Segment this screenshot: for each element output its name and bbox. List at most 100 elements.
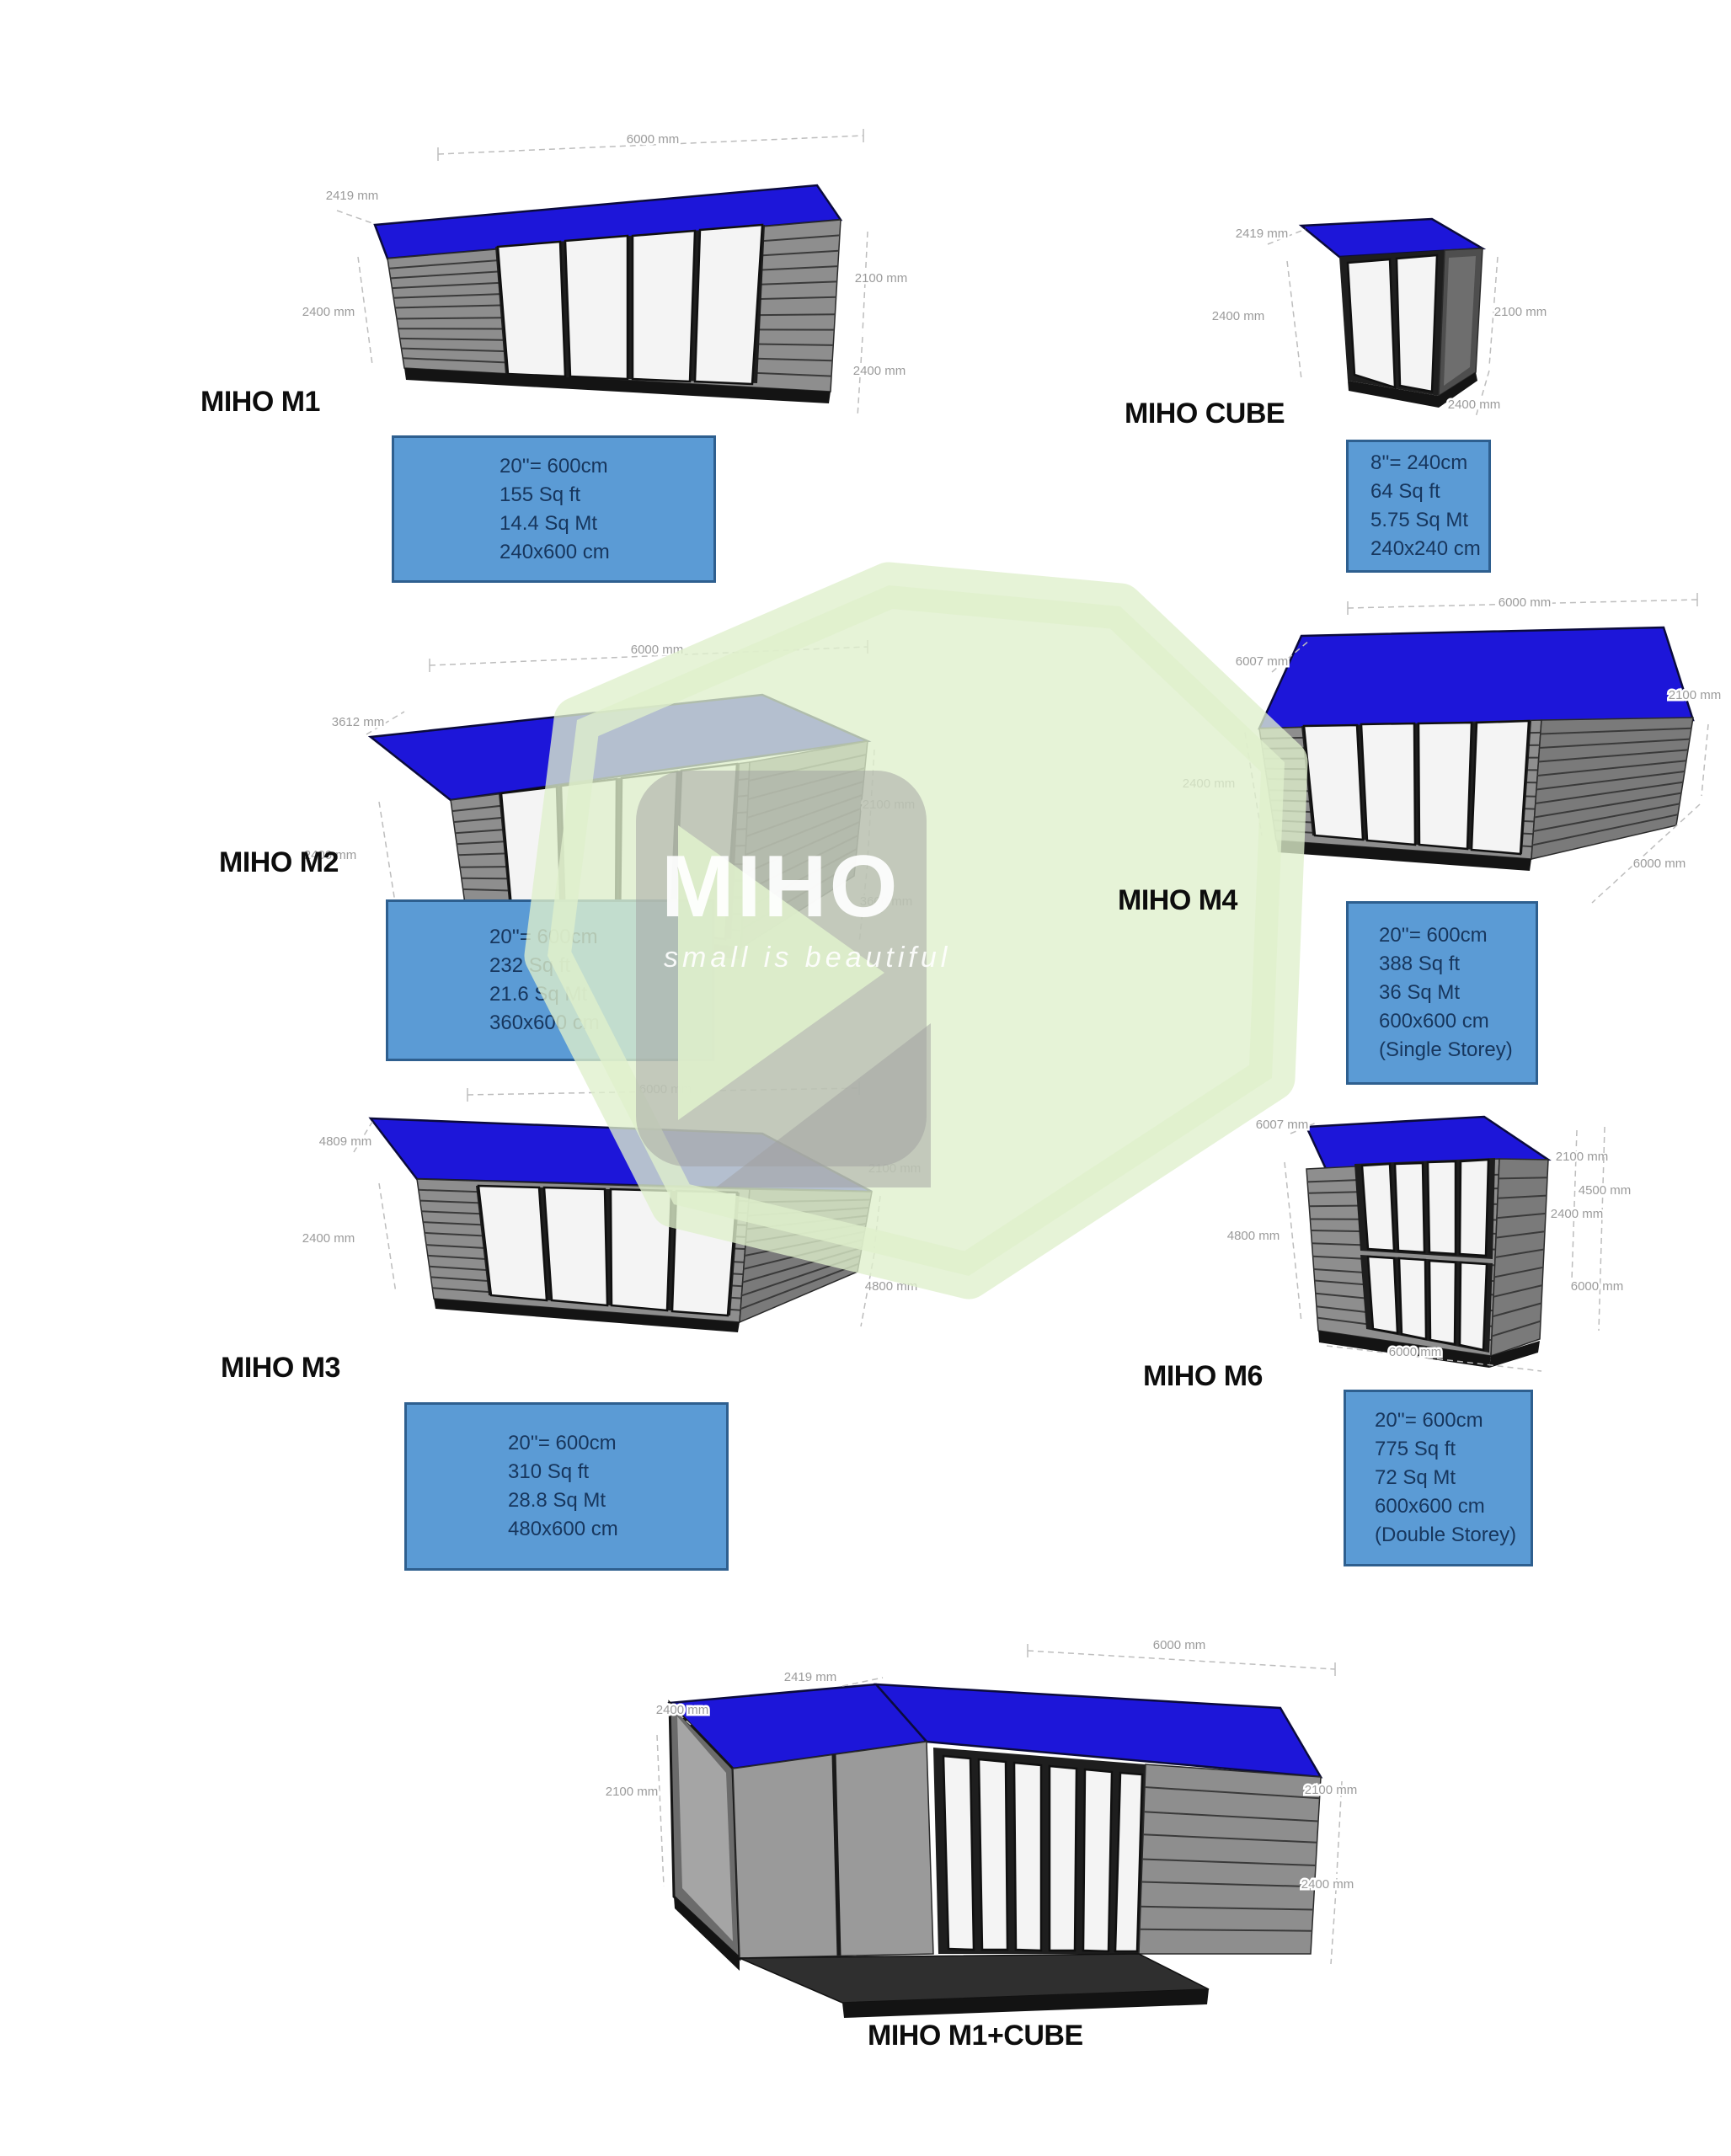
spec-line: 36 Sq Mt <box>1379 981 1461 1004</box>
spec-line: 14.4 Sq Mt <box>500 511 598 535</box>
spec-line: 600x600 cm <box>1379 1010 1489 1033</box>
m1-dim-left: 2400 mm <box>302 305 355 319</box>
m2-dim-depth: 3612 mm <box>332 715 385 729</box>
m4-dim-left: 2400 mm <box>1183 776 1236 791</box>
m6-upper-pane <box>1393 1161 1426 1254</box>
m4-door-pane <box>1302 723 1365 841</box>
model-label-m3: MIHO M3 <box>221 1352 340 1384</box>
m1-door-pane <box>564 234 629 381</box>
m4-roof <box>1258 626 1695 730</box>
spec-line: 775 Sq ft <box>1375 1438 1456 1460</box>
cube-door-pane <box>1346 258 1397 389</box>
spec-line: 360x600 cm <box>489 1011 600 1034</box>
spec-line: 388 Sq ft <box>1379 953 1461 975</box>
m6-lower-pane <box>1366 1255 1399 1335</box>
spec-line: 5.75 Sq Mt <box>1370 509 1469 531</box>
spec-line: (Single Storey) <box>1379 1038 1513 1061</box>
m1cube-dim-left-lower: 2100 mm <box>606 1785 659 1799</box>
m6-dim-right-mid-lower: 2400 mm <box>1551 1207 1604 1221</box>
m6-upper-pane <box>1458 1158 1490 1257</box>
spec-box-cube: 8''= 240cm 64 Sq ft 5.75 Sq Mt 240x240 c… <box>1346 440 1491 573</box>
m6-side-slats <box>1491 1177 1548 1337</box>
m1-building <box>373 184 843 403</box>
m6-base-side <box>1489 1341 1540 1368</box>
m1cube-dim-depth: 2419 mm <box>784 1670 837 1684</box>
spec-line: 28.8 Sq Mt <box>508 1489 606 1512</box>
m3-door-pane <box>609 1187 673 1312</box>
cube-base <box>1348 372 1477 408</box>
spec-box-m1: 20''= 600cm 155 Sq ft 14.4 Sq Mt 240x600… <box>392 435 716 583</box>
m1cube-door-pane <box>1048 1764 1078 1952</box>
m1cube-door-pane <box>1114 1771 1144 1953</box>
cube-dim-right-lower: 2400 mm <box>1448 398 1501 412</box>
m1-dim-right-upper: 2100 mm <box>855 271 908 286</box>
m1cube-door-pane <box>1012 1761 1043 1952</box>
m4-side-face <box>1531 717 1694 860</box>
spec-line: 20''= 600cm <box>1379 924 1488 947</box>
m4-base <box>1276 841 1531 871</box>
m4-door-pane <box>1360 722 1417 846</box>
m4-door-pane <box>1417 721 1473 851</box>
m1-door-pane <box>631 229 697 383</box>
m1cube-interior-post <box>831 1753 841 1956</box>
m4-dim-top: 6000 mm <box>1499 595 1552 610</box>
m6-dim-right-upper: 2100 mm <box>1556 1150 1609 1164</box>
m4-side-slats <box>1531 727 1692 846</box>
m1cube-right-slats <box>1139 1786 1320 1932</box>
spec-line: 72 Sq Mt <box>1375 1466 1456 1489</box>
spec-box-m4: 20''= 600cm 388 Sq ft 36 Sq Mt 600x600 c… <box>1346 901 1538 1085</box>
m4-dim-right-upper: 2100 mm <box>1669 688 1722 702</box>
m6-lower-pane <box>1428 1259 1457 1346</box>
m3-base <box>434 1299 740 1332</box>
m2-dim-right-upper: 2100 mm <box>863 798 916 812</box>
m1cube-building <box>667 1683 1323 2018</box>
m1cube-left-pane <box>677 1716 733 1941</box>
m6-upper-pane <box>1360 1162 1396 1252</box>
model-label-m1: MIHO M1 <box>200 386 320 418</box>
spec-line: 20''= 600cm <box>1375 1409 1483 1432</box>
cube-dim-left: 2400 mm <box>1212 309 1265 323</box>
cube-dim-right-upper: 2100 mm <box>1494 305 1547 319</box>
m3-dim-top: 6000 mm <box>639 1082 692 1097</box>
spec-box-m2: 20''= 600cm 232 Sq ft 21.6 Sq Mt 360x600… <box>386 899 714 1061</box>
m3-door-pane <box>670 1189 739 1317</box>
m1cube-dim-right-lower: 2400 mm <box>1301 1877 1354 1892</box>
cube-dimensions: 2419 mm 2400 mm 2100 mm 2400 mm <box>1210 225 1549 418</box>
m1-dim-top: 6000 mm <box>627 132 680 147</box>
m1cube-door-pane <box>942 1754 975 1951</box>
m3-dim-depth: 4809 mm <box>319 1134 372 1149</box>
spec-line: 600x600 cm <box>1375 1495 1485 1518</box>
m1cube-dim-right-upper: 2100 mm <box>1305 1783 1358 1797</box>
spec-line: 232 Sq ft <box>489 954 571 977</box>
m3-dim-right-lower: 4800 mm <box>865 1279 918 1294</box>
m3-door-pane <box>542 1186 609 1307</box>
spec-line: 240x600 cm <box>500 540 610 563</box>
spec-line: 8''= 240cm <box>1370 451 1468 474</box>
m6-building <box>1305 1115 1552 1368</box>
model-label-m2: MIHO M2 <box>219 846 339 878</box>
model-label-cube: MIHO CUBE <box>1125 398 1285 430</box>
m1cube-floor-edge <box>842 1989 1209 2018</box>
m1cube-door-pane <box>977 1758 1009 1951</box>
cube-illustration: 2419 mm 2400 mm 2100 mm 2400 mm <box>1210 217 1549 418</box>
cube-side-pane <box>1444 256 1476 386</box>
spec-box-m3: 20''= 600cm 310 Sq ft 28.8 Sq Mt 480x600… <box>404 1402 729 1571</box>
spec-line: 20''= 600cm <box>500 454 608 478</box>
m6-dim-depth: 6007 mm <box>1256 1118 1309 1132</box>
m4-dim-depth: 6007 mm <box>1236 654 1289 669</box>
cube-building <box>1298 217 1487 408</box>
spec-line: 21.6 Sq Mt <box>489 983 588 1006</box>
spec-line: 480x600 cm <box>508 1518 618 1540</box>
m1cube-dimensions: 6000 mm 2419 mm 2400 mm 2100 mm 2100 mm … <box>603 1636 1360 1965</box>
m4-door-pane <box>1470 719 1531 856</box>
m3-dim-right-upper: 2100 mm <box>868 1161 922 1176</box>
m2-dim-left: 2400 mm <box>304 848 357 862</box>
m6-dim-right-lower: 6000 mm <box>1571 1279 1624 1294</box>
m1-dimensions: 6000 mm 2419 mm 2400 mm 2100 mm 2400 mm <box>300 129 910 418</box>
m6-lower-pane <box>1458 1261 1488 1352</box>
cube-dim-depth: 2419 mm <box>1236 227 1289 241</box>
spec-line: (Double Storey) <box>1375 1524 1517 1546</box>
spec-line: 240x240 cm <box>1370 537 1481 560</box>
spec-line: 20''= 600cm <box>489 926 598 948</box>
